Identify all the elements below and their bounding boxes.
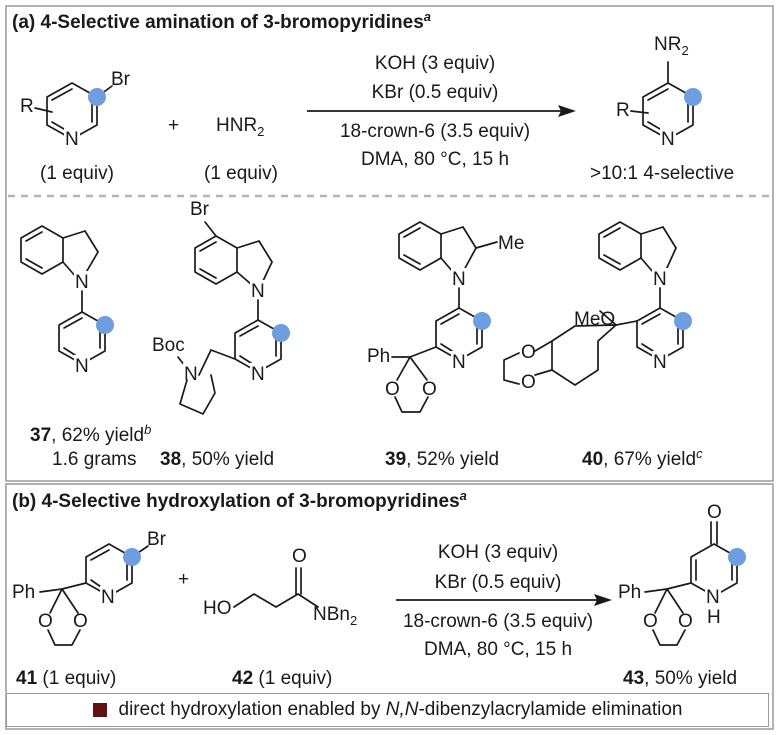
amine-equiv-label: (1 equiv) — [204, 163, 278, 184]
compound-38-label: 38, 50% yield — [160, 449, 274, 470]
highlight-dot — [684, 88, 702, 106]
atom-o: O — [643, 611, 658, 632]
compound-42-label: 42 (1 equiv) — [232, 668, 332, 689]
sm-bromopyridine: Br R N — [20, 69, 131, 150]
compound-37-scale: 1.6 grams — [52, 449, 136, 470]
cond-a-3: 18-crown-6 (3.5 equiv) — [340, 121, 530, 142]
atom-ph: Ph — [618, 582, 641, 603]
legend-square — [92, 703, 107, 717]
atom-o: O — [521, 342, 536, 363]
atom-n: N — [75, 356, 89, 377]
highlight-dot — [96, 316, 114, 334]
product-4-aminopyridine: NR2 R N — [616, 34, 702, 150]
cond-b-2: KBr (0.5 equiv) — [435, 572, 562, 593]
atom-o: O — [678, 611, 693, 632]
atom-r: R — [20, 96, 34, 117]
atom-nbn2: NBn2 — [313, 604, 357, 628]
atom-o: O — [292, 546, 307, 567]
highlight-dot — [123, 548, 141, 566]
atom-n: N — [653, 269, 667, 290]
atom-n: N — [75, 272, 89, 293]
panel-b-frame — [5, 483, 774, 730]
atom-ph: Ph — [367, 346, 390, 367]
highlight-dot — [674, 312, 692, 330]
cond-a-4: DMA, 80 °C, 15 h — [361, 149, 509, 170]
atom-r: R — [616, 100, 630, 121]
atom-n: N — [251, 364, 265, 385]
highlight-dot — [473, 312, 491, 330]
compound-40-label: 40, 67% yieldc — [582, 446, 703, 470]
highlight-dot — [728, 548, 746, 566]
highlight-dot — [272, 324, 290, 342]
cond-b-1: KOH (3 equiv) — [438, 542, 558, 563]
footnote-text: direct hydroxylation enabled by N,N-dibe… — [118, 699, 683, 720]
atom-ho: HO — [203, 598, 232, 619]
sm-equiv-label: (1 equiv) — [40, 163, 114, 184]
atom-n: N — [65, 129, 79, 150]
compound-41-label: 41 (1 equiv) — [16, 668, 116, 689]
cond-b-4: DMA, 80 °C, 15 h — [424, 639, 572, 660]
plus-sign-a: + — [168, 115, 179, 136]
arrowhead-b — [594, 594, 612, 606]
dioxolane-bridge — [503, 352, 520, 385]
compound-43: O N H Ph O O — [618, 502, 746, 646]
arrowhead-a — [558, 105, 576, 117]
section-b-title: (b) 4-Selective hydroxylation of 3-bromo… — [12, 488, 467, 512]
footnote-legend: direct hydroxylation enabled by N,N-dibe… — [6, 693, 769, 727]
compound-37-label: 37, 62% yieldb — [30, 422, 151, 446]
atom-br: Br — [190, 199, 210, 220]
compound-43-label: 43, 50% yield — [623, 668, 737, 689]
atom-n: N — [452, 269, 466, 290]
compound-39: Me N N Ph O O — [367, 221, 524, 413]
atom-n: N — [706, 587, 720, 608]
compound-40: N N MeO — [534, 221, 692, 386]
boc-label: Boc — [152, 335, 185, 356]
atom-o: O — [73, 611, 88, 632]
atom-o: O — [385, 379, 400, 400]
compound-38: Br N N Boc N — [152, 199, 290, 415]
compound-39-label: 39, 52% yield — [385, 449, 499, 470]
compound-42: HO O NBn2 — [203, 546, 357, 628]
atom-n: N — [661, 129, 675, 150]
atom-o: O — [707, 502, 722, 523]
atom-o: O — [422, 379, 437, 400]
atom-me: Me — [498, 233, 524, 254]
cond-b-3: 18-crown-6 (3.5 equiv) — [403, 611, 593, 632]
atom-n: N — [251, 281, 265, 302]
atom-n: N — [452, 352, 466, 373]
compound-37: N N — [20, 225, 114, 377]
cond-a-1: KOH (3 equiv) — [375, 53, 495, 74]
atom-o: O — [38, 611, 53, 632]
cond-a-2: KBr (0.5 equiv) — [372, 82, 499, 103]
selectivity-label: >10:1 4-selective — [590, 163, 734, 184]
plus-sign-b: + — [178, 569, 189, 590]
highlight-dot — [88, 88, 106, 106]
panel-a-frame — [5, 5, 774, 482]
atom-br: Br — [111, 69, 131, 90]
atom-ph: Ph — [12, 582, 35, 603]
compound-41: Br N Ph O O — [12, 529, 167, 646]
atom-n: N — [101, 587, 115, 608]
atom-h: H — [707, 607, 721, 628]
atom-nr2: NR2 — [654, 34, 689, 58]
amine-reagent: HNR2 — [216, 115, 264, 139]
section-a-title: (a) 4-Selective amination of 3-bromopyri… — [12, 9, 431, 33]
atom-br: Br — [147, 529, 167, 550]
atom-o: O — [521, 372, 536, 393]
atom-n: N — [653, 352, 667, 373]
